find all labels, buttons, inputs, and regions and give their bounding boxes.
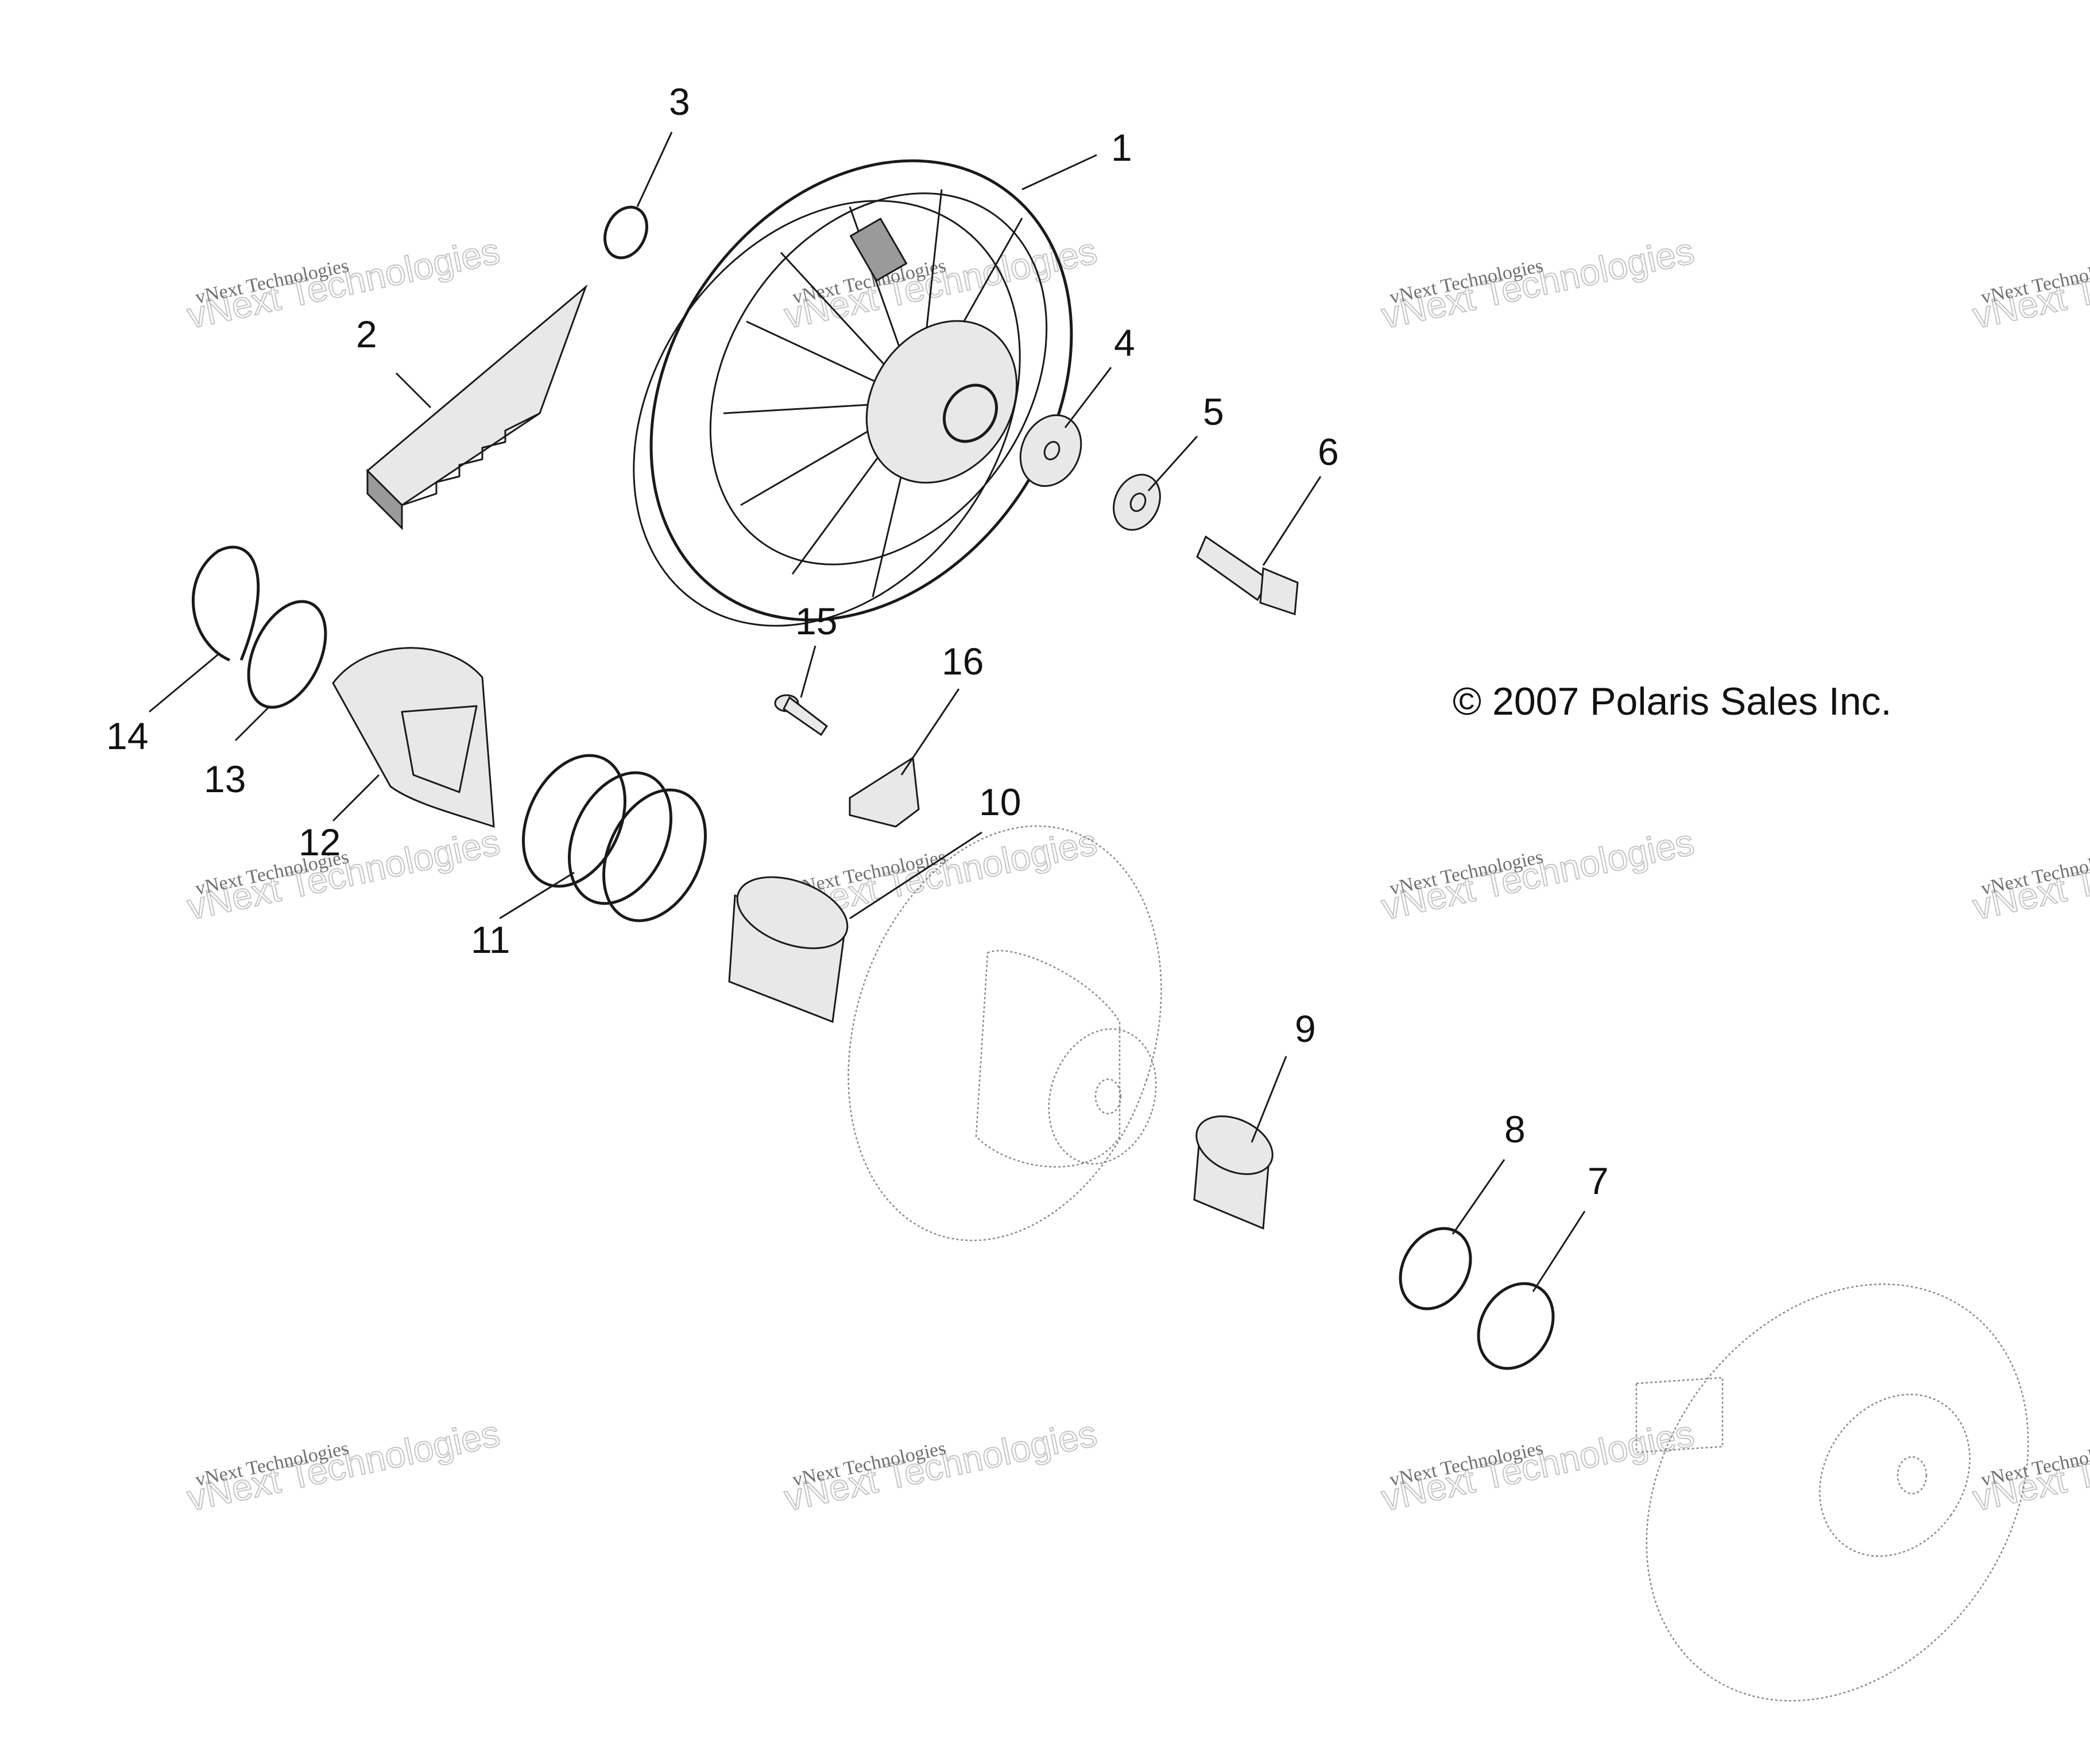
part-13-ring — [247, 600, 327, 709]
callout-1: 1 — [1111, 126, 1132, 169]
part-12-cam — [332, 647, 495, 828]
watermark: vNext Technologies vNext Technologies — [1377, 1412, 1698, 1520]
callout-8: 8 — [1504, 1108, 1526, 1150]
callout-16: 16 — [942, 640, 984, 683]
part-9-bushing — [1193, 1115, 1274, 1230]
part-10-bushing — [728, 876, 849, 1023]
ghost-drive-unit — [1635, 1283, 2029, 1702]
watermark: vNext Technologies vNext Technologies — [1377, 230, 1698, 338]
watermark: vNext Technologies vNext Technologies — [1377, 821, 1698, 929]
leader-lines — [149, 131, 1586, 1292]
watermark: vNext Technologies vNext Technologies — [183, 230, 504, 338]
part-14-snap-ring — [192, 545, 260, 662]
callouts: 1 2 3 4 5 6 7 8 9 10 11 12 13 14 15 16 — [106, 80, 1609, 1202]
watermark: vNext Technologies vNext Technologies — [1969, 821, 2090, 929]
callout-11: 11 — [471, 918, 510, 961]
part-16-roller — [849, 756, 920, 828]
callout-10: 10 — [979, 781, 1021, 823]
watermark: vNext Technologies vNext Technologies — [183, 821, 504, 929]
watermark: vNext Technologies vNext Technologies — [780, 230, 1101, 338]
part-5-washer — [1113, 474, 1161, 531]
callout-3: 3 — [669, 80, 690, 123]
watermark: vNext Technologies vNext Technologies — [1969, 1412, 2090, 1520]
callout-9: 9 — [1295, 1007, 1316, 1050]
part-15-pin — [774, 694, 829, 736]
callout-15: 15 — [795, 600, 837, 642]
watermark: vNext Technologies vNext Technologies — [780, 1412, 1101, 1520]
callout-5: 5 — [1203, 390, 1224, 433]
callout-14: 14 — [106, 715, 148, 757]
callout-4: 4 — [1114, 321, 1135, 364]
part-8-ring — [1399, 1227, 1472, 1311]
callout-13: 13 — [204, 758, 246, 800]
part-3-ring — [603, 206, 648, 259]
watermark: vNext Technologies vNext Technologies — [1969, 230, 2090, 338]
callout-6: 6 — [1318, 431, 1339, 473]
callout-2: 2 — [356, 313, 377, 355]
part-4-washer — [1019, 414, 1082, 487]
copyright-text: © 2007 Polaris Sales Inc. — [1453, 680, 1892, 723]
watermark: vNext Technologies vNext Technologies — [183, 1412, 504, 1520]
part-7-ring — [1477, 1282, 1555, 1370]
part-1-movable-sheave — [633, 159, 1073, 627]
part-6-bolt — [1196, 535, 1299, 616]
ghost-stationary-sheave — [847, 825, 1162, 1242]
part-2-belt — [366, 284, 588, 530]
callout-7: 7 — [1588, 1160, 1609, 1202]
part-11-spring — [522, 754, 707, 922]
callout-12: 12 — [299, 821, 340, 863]
